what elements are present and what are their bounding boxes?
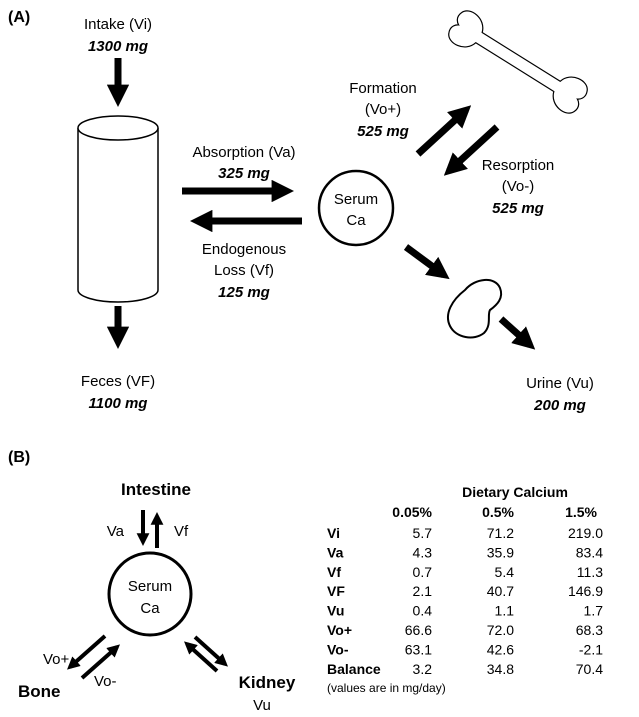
table-cell: 68.3 <box>576 622 603 638</box>
intestine-cylinder <box>77 115 159 303</box>
table-cell: 4.3 <box>413 544 433 560</box>
table-cell: 5.7 <box>413 525 433 541</box>
absorption-label: Absorption (Va) <box>192 144 295 161</box>
vu-label-b: Vu <box>253 697 271 714</box>
formation-label-line2: (Vo+) <box>365 101 401 118</box>
formation-arrow <box>415 105 472 157</box>
bone-outline <box>448 10 588 114</box>
resorption-label-line1: Resorption <box>482 157 555 174</box>
table-cell: 35.9 <box>487 544 514 560</box>
table-row-label: Balance <box>327 661 381 677</box>
intestine-label-b: Intestine <box>121 480 191 499</box>
table-col-header: 0.5% <box>482 504 514 520</box>
table-body: Vi 5.7 71.2 219.0Va 4.3 35.9 83.4Vf 0.7 5.4 11.3V… <box>327 525 603 677</box>
serum-label-a-line1: Serum <box>334 191 378 208</box>
serum-label-a-line2: Ca <box>346 212 366 229</box>
endogenous-label-line2: Loss (Vf) <box>214 262 274 279</box>
vf-label-b: Vf <box>174 523 189 540</box>
table-cell: 0.4 <box>413 603 433 619</box>
resorption-value: 525 mg <box>492 200 544 217</box>
serum-ca-node-b <box>107 551 193 637</box>
resorption-arrow <box>443 124 500 176</box>
table-cell: -2.1 <box>579 641 603 657</box>
serum-label-b-line2: Ca <box>140 600 160 617</box>
table-row-label: Vu <box>327 603 344 619</box>
bone-label-b: Bone <box>18 682 61 701</box>
vo-minus-label-b: Vo- <box>94 673 117 690</box>
kidney-label-b: Kidney <box>239 673 296 692</box>
panel-b-label: (B) <box>8 449 30 466</box>
intake-value: 1300 mg <box>88 38 148 55</box>
table-cell: 219.0 <box>568 525 603 541</box>
kidney-arrow-down-b <box>193 635 228 667</box>
table-title: Dietary Calcium <box>462 484 568 500</box>
va-label-b: Va <box>107 523 125 540</box>
absorption-value: 325 mg <box>218 165 270 182</box>
panel-a-label: (A) <box>8 9 30 26</box>
table-cell: 3.2 <box>413 661 433 677</box>
endogenous-value: 125 mg <box>218 284 270 301</box>
intake-label: Intake (Vi) <box>84 16 152 33</box>
vo-plus-label-b: Vo+ <box>43 651 70 668</box>
serum-ca-node-a <box>317 169 395 247</box>
formation-label-line1: Formation <box>349 80 417 97</box>
table-cell: 1.1 <box>495 603 515 619</box>
table-row-label: Va <box>327 544 344 560</box>
dietary-calcium-table: Dietary Calcium 0.05% 0.5% 1.5% Vi 5.7 71.… <box>327 484 603 695</box>
table-cell: 70.4 <box>576 661 603 677</box>
table-cell: 2.1 <box>413 583 433 599</box>
table-col-header: 0.05% <box>392 504 432 520</box>
table-row-label: Vi <box>327 525 340 541</box>
table-row-label: Vo- <box>327 641 349 657</box>
resorption-label-line2: (Vo-) <box>502 178 535 195</box>
vo-minus-arrow-b <box>80 644 120 680</box>
table-col-header: 1.5% <box>565 504 597 520</box>
table-cell: 72.0 <box>487 622 514 638</box>
serum-label-b-line1: Serum <box>128 578 172 595</box>
feces-value: 1100 mg <box>89 395 148 412</box>
feces-label: Feces (VF) <box>81 373 155 390</box>
formation-value: 525 mg <box>357 123 409 140</box>
vo-plus-arrow-b <box>67 634 107 670</box>
kidney-arrow-up-b <box>184 641 219 673</box>
table-cell: 0.7 <box>413 564 433 580</box>
table-cell: 63.1 <box>405 641 432 657</box>
table-cell: 83.4 <box>576 544 603 560</box>
urine-value: 200 mg <box>533 397 586 414</box>
table-note: (values are in mg/day) <box>327 681 446 695</box>
endogenous-label-line1: Endogenous <box>202 241 286 258</box>
table-cell: 5.4 <box>495 564 515 580</box>
table-row-label: Vo+ <box>327 622 352 638</box>
table-row-label: Vf <box>327 564 341 580</box>
table-cell: 71.2 <box>487 525 514 541</box>
table-cell: 42.6 <box>487 641 514 657</box>
kidney-shape-a <box>446 279 503 339</box>
table-cell: 146.9 <box>568 583 603 599</box>
serum-to-kidney-arrow <box>403 244 450 280</box>
table-cell: 1.7 <box>584 603 604 619</box>
table-cell: 11.3 <box>577 564 603 580</box>
urine-arrow <box>498 316 536 350</box>
table-cell: 40.7 <box>487 583 514 599</box>
table-row-label: VF <box>327 583 345 599</box>
table-cell: 34.8 <box>487 661 514 677</box>
table-cell: 66.6 <box>405 622 432 638</box>
urine-label: Urine (Vu) <box>526 375 594 392</box>
